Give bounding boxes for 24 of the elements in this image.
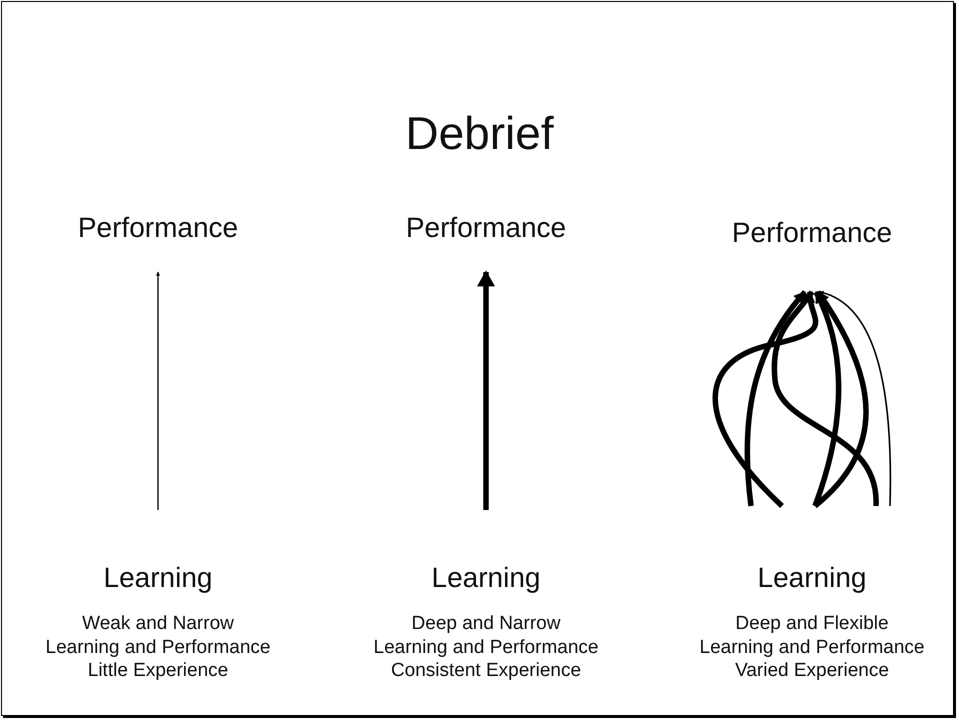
description-text: Learning and Performance [46, 636, 270, 659]
description-text: Varied Experience [735, 659, 889, 682]
description-text: Learning and Performance [374, 636, 598, 659]
learning-label: Learning [432, 562, 540, 594]
arrow [772, 290, 879, 506]
description-text: Deep and Narrow [412, 612, 560, 636]
performance-label: Performance [78, 212, 238, 244]
arrow [820, 291, 892, 506]
arrow [712, 290, 818, 508]
description-text: Deep and Flexible [735, 612, 889, 636]
arrow [744, 290, 808, 506]
description-text: Little Experience [88, 659, 228, 682]
performance-label: Performance [406, 212, 566, 244]
description-text: Learning and Performance [700, 636, 924, 659]
learning-label: Learning [104, 562, 212, 594]
arrow [813, 290, 869, 508]
arrow [156, 272, 160, 510]
arrow [812, 290, 842, 507]
learning-label: Learning [758, 562, 866, 594]
description-text: Weak and Narrow [82, 612, 234, 636]
title: Debrief [404, 106, 555, 160]
arrow [478, 270, 494, 510]
performance-label: Performance [732, 217, 892, 249]
description-text: Consistent Experience [390, 659, 582, 682]
